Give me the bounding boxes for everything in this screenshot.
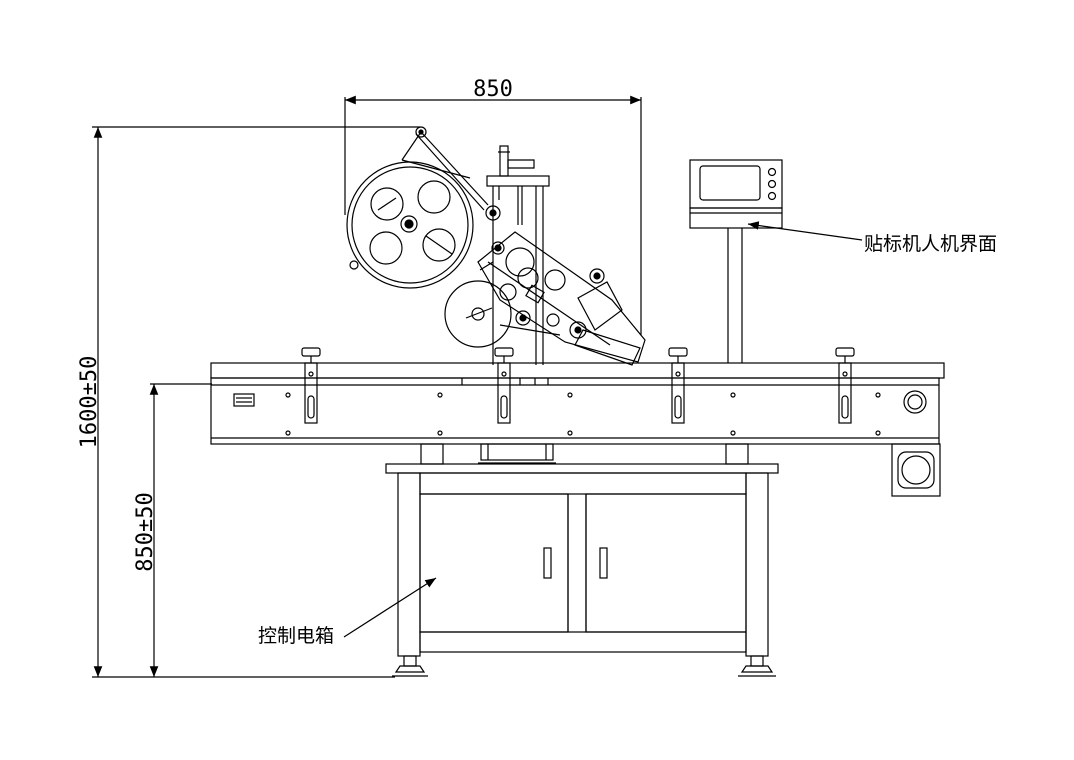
total-height-label: 1600±50: [77, 356, 102, 449]
guide-post-2: [494, 347, 514, 424]
conveyor-supports: [420, 443, 749, 465]
guide-post-4: [835, 347, 855, 424]
guide-post-1: [301, 347, 321, 424]
arrow-icon: [343, 577, 437, 638]
labeling-head: [477, 205, 646, 366]
arrow-icon: [747, 221, 863, 241]
width-dimension: 850: [344, 77, 642, 335]
control-box-label: 控制电箱: [258, 625, 334, 647]
conveyor: [210, 362, 945, 497]
width-label: 850: [473, 77, 513, 102]
control-cabinet: 控制电箱: [258, 463, 779, 677]
total-height-dimension: 1600±50: [77, 126, 420, 678]
hmi-label: 贴标机人机界面: [864, 233, 997, 255]
table-height-dimension: 850±50: [133, 383, 212, 677]
label-roll-assembly: [346, 126, 512, 348]
hmi-panel: 贴标机人机界面: [689, 159, 997, 363]
table-height-label: 850±50: [133, 492, 158, 571]
lift-column: [486, 145, 550, 365]
guide-post-3: [668, 347, 688, 424]
